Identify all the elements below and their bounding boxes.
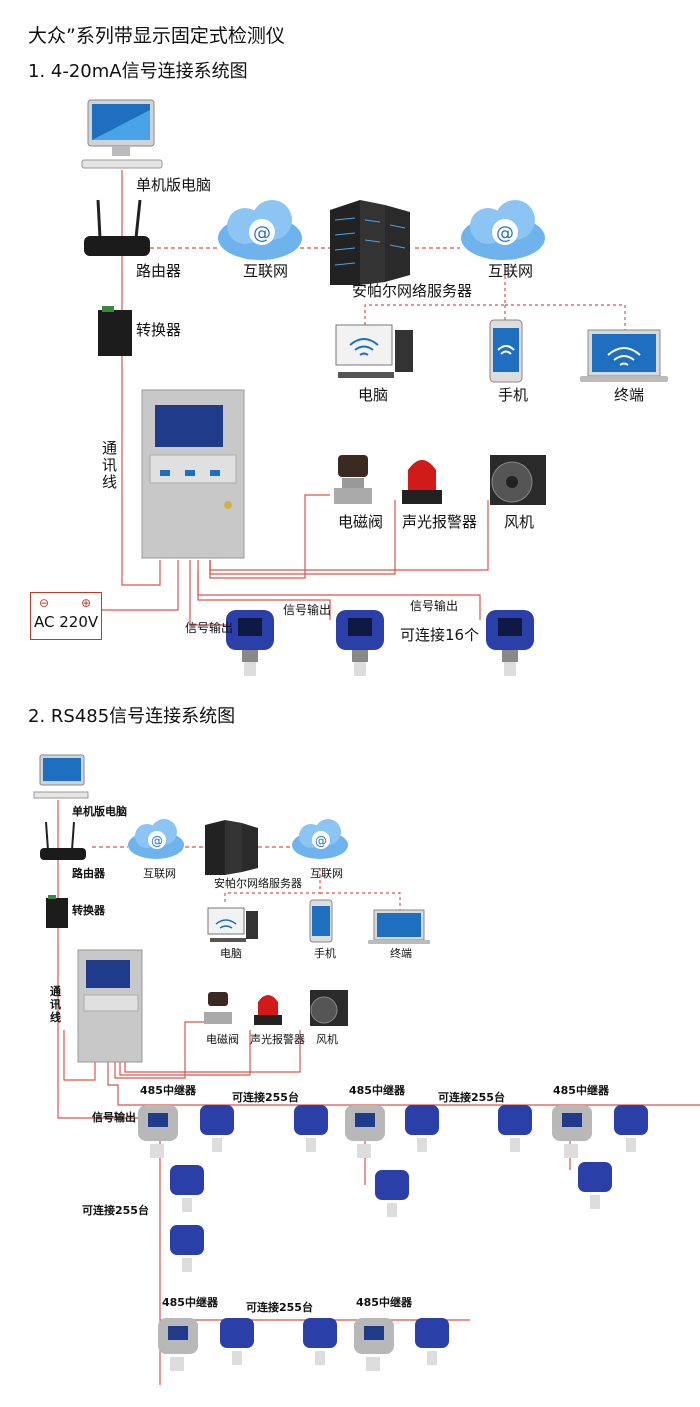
signal-out-label-1: 信号输出 [185,621,234,635]
signal-out-label-2: 信号输出 [283,603,332,617]
connect-255-label-c: 可连接255台 [82,1204,149,1217]
connect-255-label-a: 可连接255台 [232,1091,299,1104]
svg-text:@: @ [496,223,514,244]
connect-255-label-b: 可连接255台 [438,1091,505,1104]
section1-converter-label: 转换器 [136,321,182,339]
section1-computer-label: 电脑 [358,386,389,404]
section1-comm-line-label: 通讯线 [102,439,118,491]
section1-fan-label: 风机 [504,513,535,531]
section1-alarm-label: 声光报警器 [402,513,478,531]
section2-computer-label: 电脑 [220,947,242,960]
section1-valve-label: 电磁阀 [338,513,384,531]
section2-heading: 2. RS485信号连接系统图 [28,706,236,727]
section1-pc-label: 单机版电脑 [136,176,212,194]
section1-heading: 1. 4-20mA信号连接系统图 [28,61,248,82]
section2-valve-label: 电磁阀 [206,1033,239,1046]
section2-terminal-label: 终端 [390,947,412,960]
power-supply-box: ⊖ ⊕ AC 220V [30,592,102,640]
minus-icon: ⊖ [39,596,50,610]
section2-internet-left-label: 互联网 [143,867,176,880]
section2-router-label: 路由器 [72,867,105,880]
repeater-label-2: 485中继器 [349,1084,405,1097]
section1-router-label: 路由器 [136,262,182,280]
section2-comm-line-label: 通讯线 [50,985,61,1024]
repeater-label-3: 485中继器 [553,1084,609,1097]
repeater-label-5: 485中继器 [356,1296,412,1309]
section1-server-label: 安帕尔网络服务器 [352,282,473,300]
section2-phone-label: 手机 [314,947,336,960]
section2-converter-label: 转换器 [72,904,105,917]
svg-text:@: @ [151,834,163,848]
section1-internet-left-label: 互联网 [243,262,289,280]
signal-out-label-3: 信号输出 [410,599,459,613]
repeater-label-1: 485中继器 [140,1084,196,1097]
repeater-label-4: 485中继器 [162,1296,218,1309]
section1-internet-right-label: 互联网 [488,262,534,280]
section2-alarm-label: 声光报警器 [250,1033,305,1046]
connect-up-to-label: 可连接16个 [400,626,480,644]
section2-fan-label: 风机 [316,1033,338,1046]
section2-server-label: 安帕尔网络服务器 [214,877,302,890]
connect-255-label-d: 可连接255台 [246,1301,313,1314]
svg-text:@: @ [253,223,271,244]
page-title: 大众”系列带显示固定式检测仪 [28,25,285,47]
section2-internet-right-label: 互联网 [310,867,343,880]
power-label: AC 220V [34,613,99,631]
detector-icon [226,610,274,676]
plus-icon: ⊕ [81,596,92,610]
section2-signal-out-label: 信号输出 [92,1111,136,1124]
section1-terminal-label: 终端 [614,386,645,404]
section1-phone-label: 手机 [498,386,529,404]
svg-text:@: @ [315,834,327,848]
section2-pc-label: 单机版电脑 [72,805,127,818]
